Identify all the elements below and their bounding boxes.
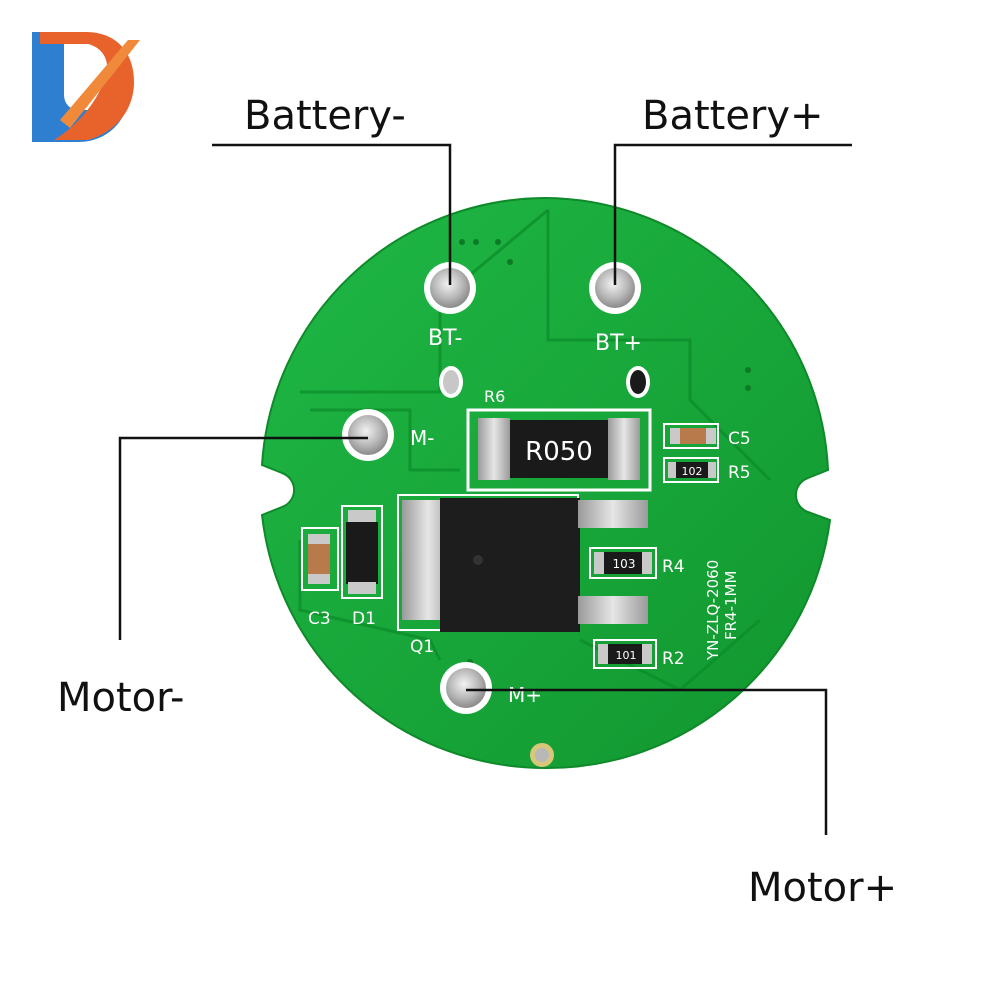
callout-battery-positive: Battery+ [642,93,824,139]
silk-bt-positive: BT+ [595,331,642,356]
pad-m-positive [440,662,492,714]
silk-c5: C5 [728,429,751,449]
callout-motor-positive: Motor+ [748,865,898,911]
oval-pad-core [443,370,459,394]
silk-q1: Q1 [410,637,434,657]
silk-bt-negative: BT- [428,326,462,351]
pcb-board [260,196,832,770]
capacitor-c5 [663,423,719,449]
silk-c3: C3 [308,609,331,629]
shunt-resistor-r6: R050 [466,408,652,492]
r2-code: 101 [616,649,637,662]
callout-motor-negative: Motor- [57,675,185,721]
resistor-r5: 102 [663,457,719,483]
silk-d1: D1 [352,609,376,629]
leader-lines [118,143,852,835]
brand-logo [32,32,140,142]
capacitor-c3 [301,527,339,591]
shunt-code: R050 [525,437,593,467]
silk-board-spec: FR4-1MM [722,571,740,640]
resistor-r2: 101 [593,639,657,669]
silk-r2: R2 [662,649,685,669]
silk-board-id: YN-ZLQ-2060 [704,560,722,661]
silk-m-positive: M+ [508,683,542,707]
diode-d1 [341,505,383,599]
pad-m-negative [342,409,394,461]
leader-motor-negative [118,436,368,640]
silk-m-negative: M- [410,426,434,450]
callout-battery-negative: Battery- [244,93,406,139]
silk-r5: R5 [728,463,751,483]
silk-r6: R6 [484,387,505,406]
leader-battery-negative [212,143,452,285]
r5-code: 102 [682,465,703,478]
pad-bt-positive [589,262,641,314]
resistor-r4: 103 [589,547,657,579]
silk-r4: R4 [662,557,685,577]
oval-pad-core [630,370,646,394]
mosfet-q1 [397,494,648,632]
test-pad [530,743,554,767]
silkscreen: BT- BT+ M- M+ R6 C5 R5 R4 R2 C3 D1 Q1 YN… [308,326,751,707]
pad-bt-negative [424,262,476,314]
leader-battery-positive [613,143,852,285]
leader-motor-positive [466,688,828,835]
r4-code: 103 [613,557,636,571]
